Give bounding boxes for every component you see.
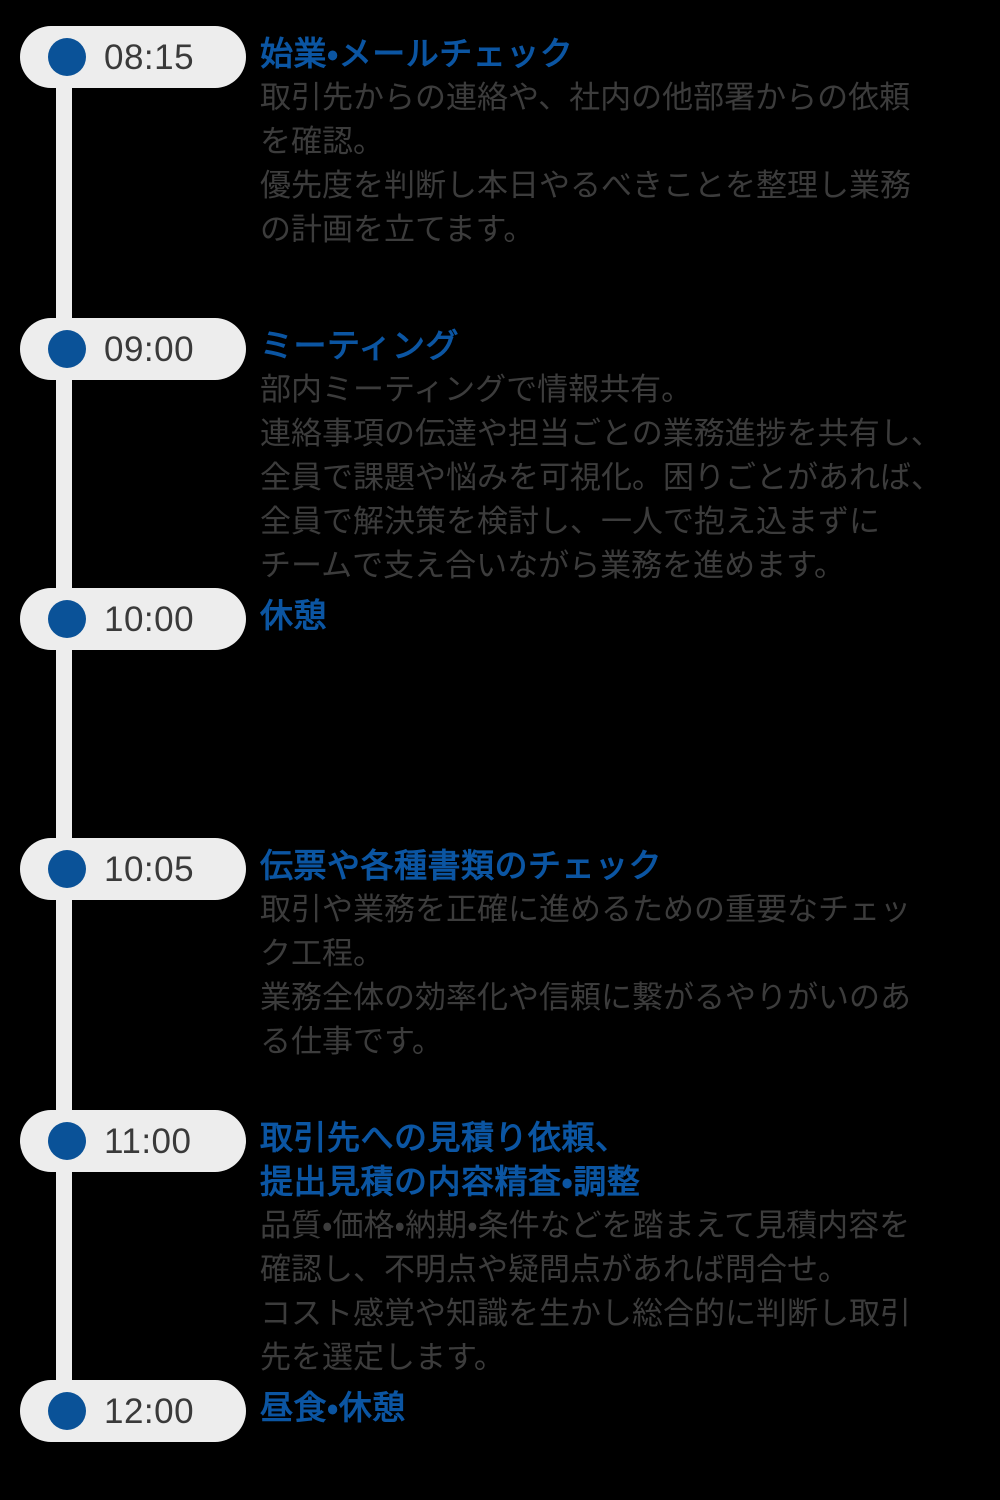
timeline-pill-row: 10:00 <box>0 588 1000 650</box>
timeline-heading: 昼食・休憩 <box>260 1389 406 1426</box>
time-pill[interactable]: 08:15 <box>20 26 246 88</box>
timeline-content: 休憩 <box>260 594 1000 638</box>
timeline-body-line: 業務全体の効率化や信頼に繋がるやりがいのあ <box>260 980 911 1015</box>
timeline-body-line: 部内ミーティングで情報共有。 <box>260 372 693 407</box>
time-label: 10:05 <box>104 849 195 889</box>
timeline-gap <box>0 252 1000 318</box>
timeline-heading-line-2: 提出見積の内容精査・調整 <box>260 1163 641 1200</box>
timeline-gap <box>0 638 1000 838</box>
time-pill[interactable]: 10:05 <box>20 838 246 900</box>
timeline-content-inner: 取引先への見積り依頼、提出見積の内容精査・調整品質・価格・納期・条件などを踏まえ… <box>260 1116 1000 1380</box>
timeline-body-line: ク工程。 <box>260 936 384 971</box>
time-label: 09:00 <box>104 329 195 369</box>
time-pill[interactable]: 12:00 <box>20 1380 246 1442</box>
timeline-item: 11:00 取引先への見積り依頼、提出見積の内容精査・調整品質・価格・納期・条件な… <box>0 1110 1000 1380</box>
timeline-body-line: る仕事です。 <box>260 1024 443 1059</box>
time-pill[interactable]: 09:00 <box>20 318 246 380</box>
timeline-dot-icon <box>48 38 86 76</box>
timeline-pill-row: 10:05 <box>0 838 1000 900</box>
timeline-item: 10:05 伝票や各種書類のチェック取引や業務を正確に進めるための重要なチェック工… <box>0 838 1000 1110</box>
timeline-dot-icon <box>48 330 86 368</box>
timeline-body-line: コスト感覚や知識を生かし総合的に判断し取引 <box>260 1296 911 1331</box>
time-pill[interactable]: 10:00 <box>20 588 246 650</box>
timeline-items: 08:15 始業・メールチェック取引先からの連絡や、社内の他部署からの依頼を確認。… <box>0 26 1000 1442</box>
timeline-pill-row: 12:00 <box>0 1380 1000 1442</box>
timeline-pill-row: 09:00 <box>0 318 1000 380</box>
timeline-dot-icon <box>48 850 86 888</box>
timeline-body-line: 全員で課題や悩みを可視化。困りごとがあれば、 <box>260 460 942 495</box>
timeline-body-line: 先を選定します。 <box>260 1340 505 1375</box>
timeline-item: 09:00 ミーティング部内ミーティングで情報共有。連絡事項の伝達や担当ごとの業務… <box>0 318 1000 588</box>
time-label: 11:00 <box>104 1121 192 1161</box>
timeline-content-inner: 昼食・休憩 <box>260 1386 1000 1430</box>
timeline-item: 12:00 昼食・休憩 <box>0 1380 1000 1442</box>
timeline-content: ミーティング部内ミーティングで情報共有。連絡事項の伝達や担当ごとの業務進捗を共有… <box>260 324 1000 588</box>
timeline-dot-icon <box>48 1392 86 1430</box>
timeline-item: 10:00 休憩 <box>0 588 1000 838</box>
timeline-content: 伝票や各種書類のチェック取引や業務を正確に進めるための重要なチェック工程。業務全… <box>260 844 1000 1064</box>
timeline-body-line: 確認し、不明点や疑問点があれば問合せ。 <box>260 1252 849 1287</box>
timeline-content-inner: 伝票や各種書類のチェック取引や業務を正確に進めるための重要なチェック工程。業務全… <box>260 844 1000 1064</box>
timeline-dot-icon <box>48 1122 86 1160</box>
timeline-pill-row: 11:00 <box>0 1110 1000 1172</box>
timeline-content-inner: 始業・メールチェック取引先からの連絡や、社内の他部署からの依頼を確認。優先度を判… <box>260 32 1000 252</box>
timeline-heading: 休憩 <box>260 597 327 634</box>
timeline-body-line: 優先度を判断し本日やるべきことを整理し業務 <box>260 168 911 203</box>
timeline-rail <box>56 57 72 1411</box>
time-label: 10:00 <box>104 599 195 639</box>
timeline-body-line: 全員で解決策を検討し、一人で抱え込まずに <box>260 504 880 539</box>
timeline-heading: ミーティング <box>260 327 460 364</box>
time-pill[interactable]: 11:00 <box>20 1110 246 1172</box>
timeline-heading: 伝票や各種書類のチェック <box>260 847 662 884</box>
timeline-body-line: を確認。 <box>260 124 384 159</box>
timeline-body-line: 品質・価格・納期・条件などを踏まえて見積内容を <box>260 1208 911 1243</box>
timeline-body-line: 取引や業務を正確に進めるための重要なチェッ <box>260 892 911 927</box>
time-label: 08:15 <box>104 37 195 77</box>
timeline-body-line: 取引先からの連絡や、社内の他部署からの依頼 <box>260 80 911 115</box>
timeline-content: 取引先への見積り依頼、提出見積の内容精査・調整品質・価格・納期・条件などを踏まえ… <box>260 1116 1000 1380</box>
timeline-body-line: チームで支え合いながら業務を進めます。 <box>260 548 845 583</box>
timeline-body-line: 連絡事項の伝達や担当ごとの業務進捗を共有し、 <box>260 416 942 451</box>
timeline-content: 始業・メールチェック取引先からの連絡や、社内の他部署からの依頼を確認。優先度を判… <box>260 32 1000 252</box>
timeline-gap <box>0 1064 1000 1110</box>
time-label: 12:00 <box>104 1391 195 1431</box>
timeline-content-inner: 休憩 <box>260 594 1000 638</box>
timeline-item: 08:15 始業・メールチェック取引先からの連絡や、社内の他部署からの依頼を確認。… <box>0 26 1000 318</box>
timeline-content: 昼食・休憩 <box>260 1386 1000 1430</box>
timeline-heading: 始業・メールチェック <box>260 35 574 72</box>
timeline-dot-icon <box>48 600 86 638</box>
timeline-pill-row: 08:15 <box>0 26 1000 88</box>
timeline-content-inner: ミーティング部内ミーティングで情報共有。連絡事項の伝達や担当ごとの業務進捗を共有… <box>260 324 1000 588</box>
timeline-heading: 取引先への見積り依頼、 <box>260 1119 629 1156</box>
timeline-body-line: の計画を立てます。 <box>260 212 535 247</box>
